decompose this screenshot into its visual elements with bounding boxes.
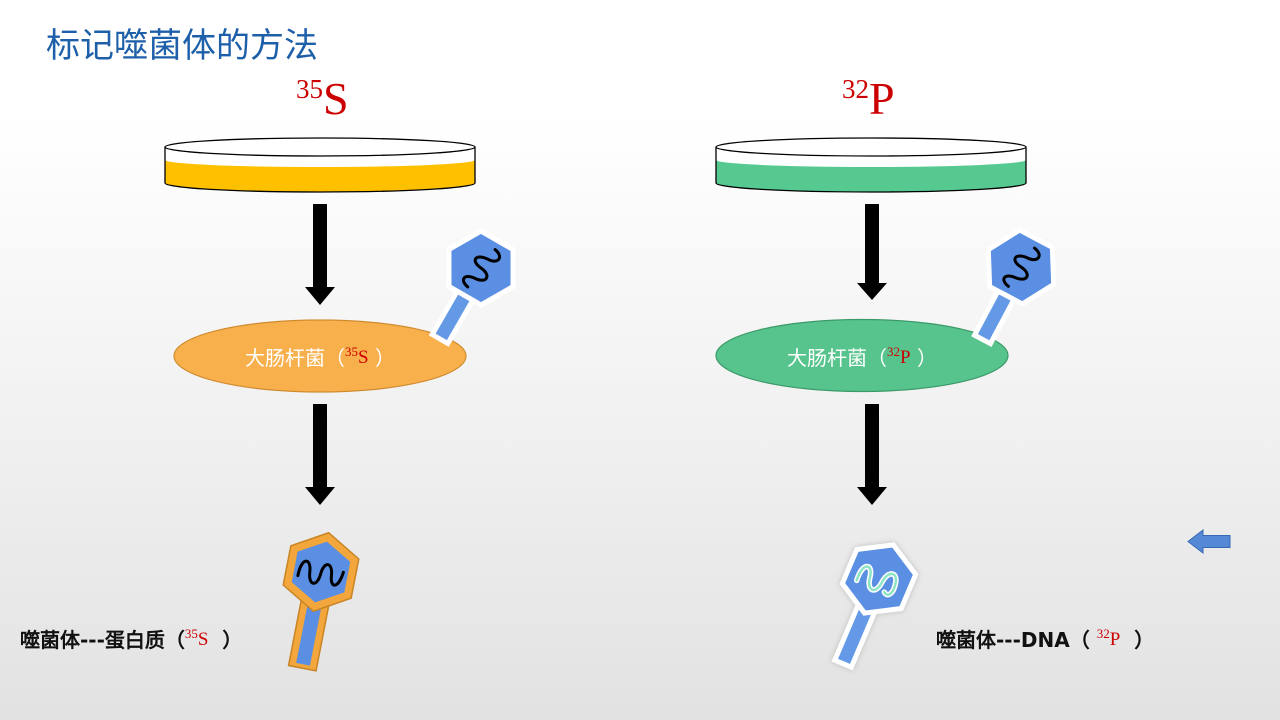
labeled-dna	[855, 565, 898, 596]
isotope-symbol: P	[1109, 628, 1121, 650]
bacteria-name: 大肠杆菌（	[245, 345, 346, 370]
isotope-symbol: S	[358, 346, 369, 368]
sulfur-bacteria-cell	[173, 319, 467, 393]
protein-labeled-phage-caption: 噬菌体---蛋白质（35S ）	[20, 624, 242, 652]
down-arrow-icon	[857, 404, 887, 505]
dna-labeled-phage-caption: 噬菌体---DNA（ 32P ）	[936, 624, 1154, 652]
isotope-mass-number: 32	[842, 74, 869, 104]
sulfur-culture-dish-icon	[164, 137, 476, 193]
phage-dna	[296, 559, 345, 587]
isotope-symbol: S	[323, 73, 349, 124]
slide-title: 标记噬菌体的方法	[46, 26, 318, 66]
phosphorus-bacteria-cell	[715, 318, 1009, 393]
isotope-mass-number: 32	[887, 343, 901, 359]
isotope-symbol: P	[869, 73, 895, 124]
phage-tail-core	[296, 606, 322, 666]
phage-icon	[428, 228, 516, 347]
dish-rim	[715, 137, 1027, 157]
dish-medium-phosphorus	[716, 160, 1026, 192]
left-arrow-icon[interactable]	[1187, 528, 1231, 555]
isotope-symbol: P	[900, 346, 911, 368]
isotope-mass-number: 35	[345, 343, 359, 359]
bacteria-name: 大肠杆菌（	[787, 345, 888, 370]
down-arrow-icon	[857, 204, 887, 300]
phage-dna	[1002, 246, 1041, 288]
bacteria-isotope: 35S	[345, 344, 369, 369]
dish-outline	[715, 147, 1027, 193]
caption-text: 噬菌体---DNA（	[936, 627, 1097, 652]
bacteria-isotope: 32P	[887, 344, 911, 369]
dna-labeled-phage-wrapper	[831, 542, 919, 671]
dish-rim	[164, 137, 476, 157]
bacteria-label-close: ）	[368, 345, 395, 370]
phage-icon	[971, 227, 1057, 348]
dish-medium-sulfur	[165, 160, 475, 192]
sulfur-bacteria-label: 大肠杆菌（35S ）	[174, 320, 466, 392]
phosphorus-bacteria-label: 大肠杆菌（32P ）	[716, 320, 1008, 392]
dish-outline	[164, 147, 476, 193]
caption-isotope: 35S	[185, 626, 209, 651]
down-arrow-icon	[305, 204, 335, 305]
phage-head	[839, 542, 919, 616]
down-arrow-icon	[305, 404, 335, 505]
isotope-mass-number: 35	[184, 625, 198, 641]
caption-isotope: 32P	[1097, 626, 1121, 651]
isotope-mass-number: 35	[296, 74, 323, 104]
back-nav-button[interactable]	[1187, 528, 1231, 555]
isotope-mass-number: 32	[1096, 625, 1110, 641]
phage-dna	[461, 248, 502, 289]
protein-labeled-phage-icon	[282, 531, 360, 672]
caption-close: ）	[208, 627, 243, 652]
phosphorus-culture-dish-icon	[715, 137, 1027, 193]
bacteria-label-close: ）	[910, 345, 937, 370]
dna-labeled-phage-icon	[831, 542, 919, 671]
isotope-symbol: S	[197, 628, 209, 650]
caption-text: 噬菌体---蛋白质（	[20, 627, 185, 652]
caption-close: ）	[1120, 627, 1155, 652]
